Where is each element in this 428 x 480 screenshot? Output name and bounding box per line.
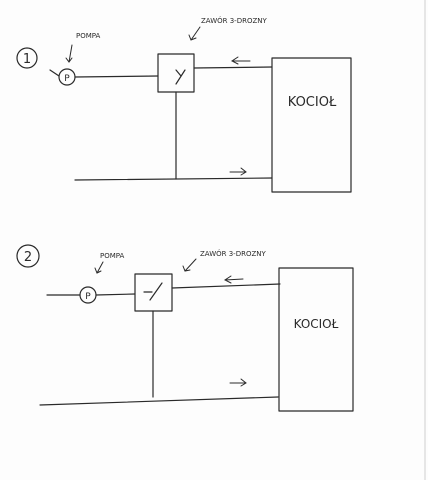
diagram-number-circle [16,244,40,268]
flow-arrow-right [229,378,247,387]
diagram-number: 1 [23,52,31,67]
boiler [278,267,354,412]
pump-letter: P [85,292,91,302]
valve-pointer-arrow [188,26,201,41]
pump-letter: P [64,74,70,84]
pump-inlet-pipe [49,69,60,77]
pump-label: POMPA [76,32,101,40]
valve-label: ZAWÓR 3-DROZNY [201,16,267,25]
valve-label: ZAWÓR 3-DROZNY [200,249,266,258]
valve-symbol [175,69,186,85]
diagram-2: 2 POMPA P ZAWÓR 3-DROZNY KOCIOŁ [16,244,354,412]
flow-arrow-left [224,275,244,284]
flow-arrow-right [229,167,247,176]
pump-pointer-arrow [94,261,104,274]
return-pipe [74,177,273,181]
boiler-label: KOCIOŁ [288,95,337,110]
boiler [271,57,352,193]
diagram-1: 1 POMPA P ZAWÓR 3-DROZNY KOCIOŁ [16,16,352,193]
diagram-number: 2 [24,250,32,265]
flow-arrow-left [231,56,251,65]
valve-symbol [143,282,163,301]
valve-pointer-arrow [182,258,197,272]
pump-label: POMPA [100,252,125,260]
supply-pipe-to-valve [74,75,159,78]
pipe-valve-to-boiler [171,283,281,289]
diagram-number-circle [16,47,38,69]
boiler-label: KOCIOŁ [294,317,339,331]
three-way-valve [157,53,195,93]
three-way-valve [134,273,173,312]
return-pipe [39,396,279,406]
pipe-valve-to-boiler [193,66,273,69]
pump-pointer-arrow [65,44,73,63]
supply-pipe-to-valve [95,293,136,296]
